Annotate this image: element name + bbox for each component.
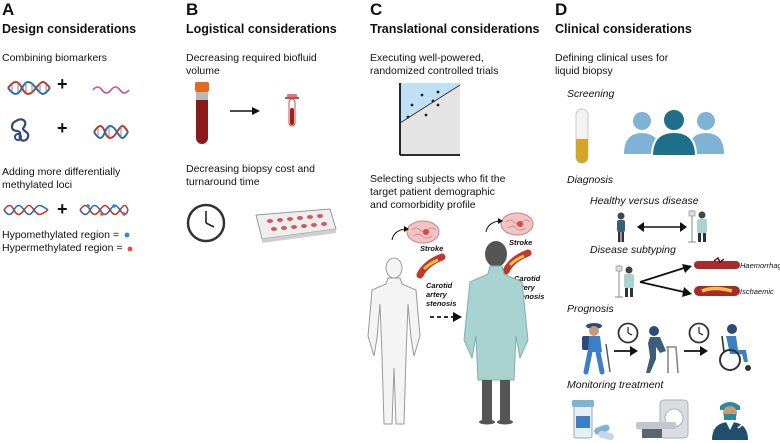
ischaemic-label: Ischaemic	[740, 287, 774, 296]
disease-subtyping-label: Disease subtyping	[590, 244, 676, 256]
patient-icon	[463, 241, 529, 425]
plus-sign: +	[57, 74, 68, 94]
panel-a-title: Design considerations	[2, 22, 137, 36]
panel-c-letter: C	[370, 0, 383, 19]
small-blood-tube-icon	[285, 94, 299, 127]
artery-icon	[502, 249, 532, 275]
artery-icon	[416, 253, 446, 279]
person-outline-icon	[367, 257, 421, 425]
panel-b-letter: B	[186, 0, 199, 19]
arrow-right-icon	[614, 346, 638, 356]
brain-icon	[406, 220, 440, 244]
people-group-icon	[624, 108, 724, 157]
dna-helix-icon	[7, 81, 51, 95]
monitoring-treatment-label: Monitoring treatment	[567, 379, 664, 391]
biofluid-volume-label-1: Decreasing required biofluid	[186, 52, 317, 64]
carotid-label-line: artery	[514, 283, 535, 292]
stroke-label: Stroke	[509, 238, 533, 247]
elderly-walker-icon	[646, 326, 679, 374]
trial-scatter-plot-icon	[399, 83, 461, 156]
healthy-person-icon	[617, 212, 625, 242]
methylated-loci-label-2: methylated loci	[2, 179, 73, 191]
double-arrow-icon	[637, 222, 687, 232]
arrow-right-icon	[684, 346, 708, 356]
rna-strand-icon	[92, 86, 130, 94]
carotid-label-line: stenosis	[514, 292, 545, 301]
clock-icon	[617, 322, 639, 344]
doctor-icon	[712, 402, 749, 440]
prognosis-label: Prognosis	[567, 303, 614, 315]
carotid-label-line: Carotid	[514, 274, 541, 283]
panel-d-title: Clinical considerations	[555, 22, 692, 36]
select-subjects-label-3: and comorbidity profile	[370, 199, 476, 211]
well-plate-icon	[255, 208, 337, 243]
ischaemic-vessel-icon	[694, 286, 740, 296]
carotid-label-line: artery	[426, 290, 447, 299]
trials-label-2: randomized controlled trials	[370, 65, 499, 77]
brain-icon	[500, 212, 534, 236]
diagnosis-label: Diagnosis	[567, 174, 614, 186]
biopsy-cost-label-2: turnaround time	[186, 176, 260, 188]
haemorrhagic-vessel-icon	[694, 256, 740, 269]
pills-icon	[572, 400, 614, 441]
screening-label: Screening	[567, 88, 615, 100]
dna-helix-icon	[93, 125, 129, 139]
plus-sign: +	[57, 199, 68, 219]
hypomethylated-dot-icon	[124, 232, 130, 238]
wheelchair-icon	[719, 324, 751, 371]
clinical-uses-label-2: liquid biopsy	[555, 65, 613, 77]
healthy-vs-disease-label: Healthy versus disease	[590, 195, 699, 207]
branch-arrows-icon	[639, 264, 692, 297]
protein-icon	[10, 118, 30, 142]
pointer-arrow-icon	[391, 226, 409, 241]
select-subjects-label-1: Selecting subjects who fit the	[370, 173, 506, 185]
clinical-uses-label-1: Defining clinical uses for	[555, 52, 669, 64]
methylated-loci-label-1: Adding more differentially	[2, 166, 121, 178]
patient-iv-icon	[688, 210, 707, 243]
blood-tube-icon	[195, 82, 209, 144]
hypomethylated-label: Hypomethylated region =	[2, 229, 120, 241]
biofluid-volume-label-2: volume	[186, 65, 220, 77]
panel-a-letter: A	[2, 0, 15, 19]
hiker-icon	[582, 323, 611, 375]
select-subjects-label-2: target patient demographic	[370, 186, 495, 198]
hypermethylated-label: Hypermethylated region =	[2, 242, 123, 254]
biopsy-cost-label-1: Decreasing biopsy cost and	[186, 163, 315, 175]
plasma-tube-icon	[575, 108, 589, 164]
clock-icon	[688, 322, 710, 344]
haemorrhagic-label: Haemorrhagic	[740, 261, 780, 270]
panel-b-title: Logistical considerations	[186, 22, 337, 36]
carotid-label-line: Carotid	[426, 281, 453, 290]
plus-sign: +	[57, 118, 68, 138]
patient-iv-icon	[615, 265, 634, 298]
dna-helix-icon	[3, 204, 49, 216]
methylated-dna-icon	[79, 204, 129, 216]
pointer-arrow-icon	[485, 218, 503, 233]
dashed-arrow-icon	[430, 312, 462, 322]
scanner-icon	[636, 399, 689, 439]
hypermethylated-dot-icon	[127, 246, 133, 252]
stroke-label: Stroke	[420, 244, 444, 253]
trials-label-1: Executing well-powered,	[370, 52, 484, 64]
arrow-right-icon	[230, 107, 260, 115]
panel-d-letter: D	[555, 0, 568, 19]
panel-c-title: Translational considerations	[370, 22, 540, 36]
clock-icon	[186, 203, 226, 243]
combining-biomarkers-label: Combining biomarkers	[2, 52, 108, 64]
carotid-label-line: stenosis	[426, 299, 457, 308]
